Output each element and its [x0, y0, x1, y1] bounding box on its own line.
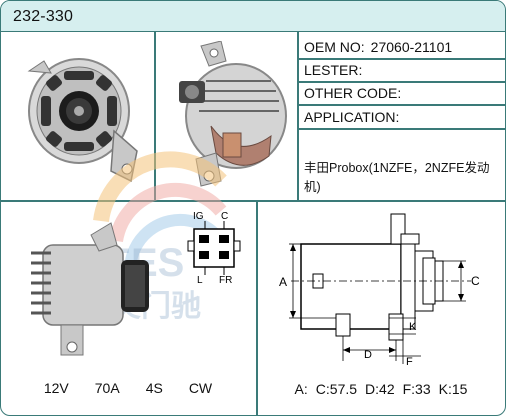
- pin-c-label: C: [221, 211, 228, 222]
- pulley-spec: 4S: [145, 380, 163, 396]
- dim-d-label: D: [364, 349, 372, 361]
- pin-l-label: L: [197, 275, 203, 285]
- lester-label: LESTER:: [304, 62, 363, 78]
- alternator-front-photo: [27, 58, 138, 183]
- application-value: 丰田Probox(1NZFE，2NZFE发动机): [304, 161, 490, 194]
- other-code-label: OTHER CODE:: [304, 85, 402, 101]
- amperage-spec: 70A: [94, 380, 120, 396]
- connector-diagram: IG C L FR: [187, 211, 241, 285]
- application-label: APPLICATION:: [304, 109, 400, 125]
- header-bar: 232-330: [1, 1, 505, 32]
- other-code-row: OTHER CODE:: [304, 85, 407, 101]
- oem-row: OEM NO: 27060-21101: [304, 39, 452, 55]
- oem-label: OEM NO:: [304, 39, 365, 55]
- divider-h-main: [1, 200, 505, 202]
- part-number: 232-330: [13, 8, 74, 25]
- dim-k-value: K:15: [438, 381, 468, 397]
- divider-v3: [256, 200, 258, 415]
- divider-v1: [154, 32, 156, 200]
- lester-row: LESTER:: [304, 62, 368, 78]
- dim-f-label: F: [406, 356, 413, 366]
- divider-h-r2: [297, 81, 505, 83]
- divider-h-r3: [297, 104, 505, 106]
- dim-c-label: C: [471, 274, 480, 288]
- pin-fr-label: FR: [219, 275, 232, 285]
- application-row: APPLICATION:: [304, 109, 399, 125]
- alternator-rear-photo: [179, 41, 287, 187]
- divider-h-r4: [297, 128, 505, 130]
- voltage-spec: 12V: [43, 380, 69, 396]
- dim-k-label: K: [409, 321, 417, 333]
- dimension-diagram: A C K D F: [279, 213, 480, 366]
- dim-d-value: D:42: [365, 381, 395, 397]
- divider-v2: [297, 32, 299, 200]
- divider-h-r1: [297, 58, 505, 60]
- dim-c-value: C:57.5: [315, 381, 358, 397]
- dim-f-value: F:33: [402, 381, 431, 397]
- dim-a-label: A: [279, 275, 287, 289]
- pin-ig-label: IG: [193, 211, 204, 222]
- dim-a-value: A:: [294, 381, 308, 397]
- specs-row: 12V 70A 4S CW: [1, 380, 255, 396]
- oem-value: 27060-21101: [370, 39, 453, 55]
- rotation-spec: CW: [188, 380, 213, 396]
- alternator-side-photo: [31, 222, 149, 356]
- dimensions-row: A: C:57.5 D:42 F:33 K:15: [258, 381, 504, 397]
